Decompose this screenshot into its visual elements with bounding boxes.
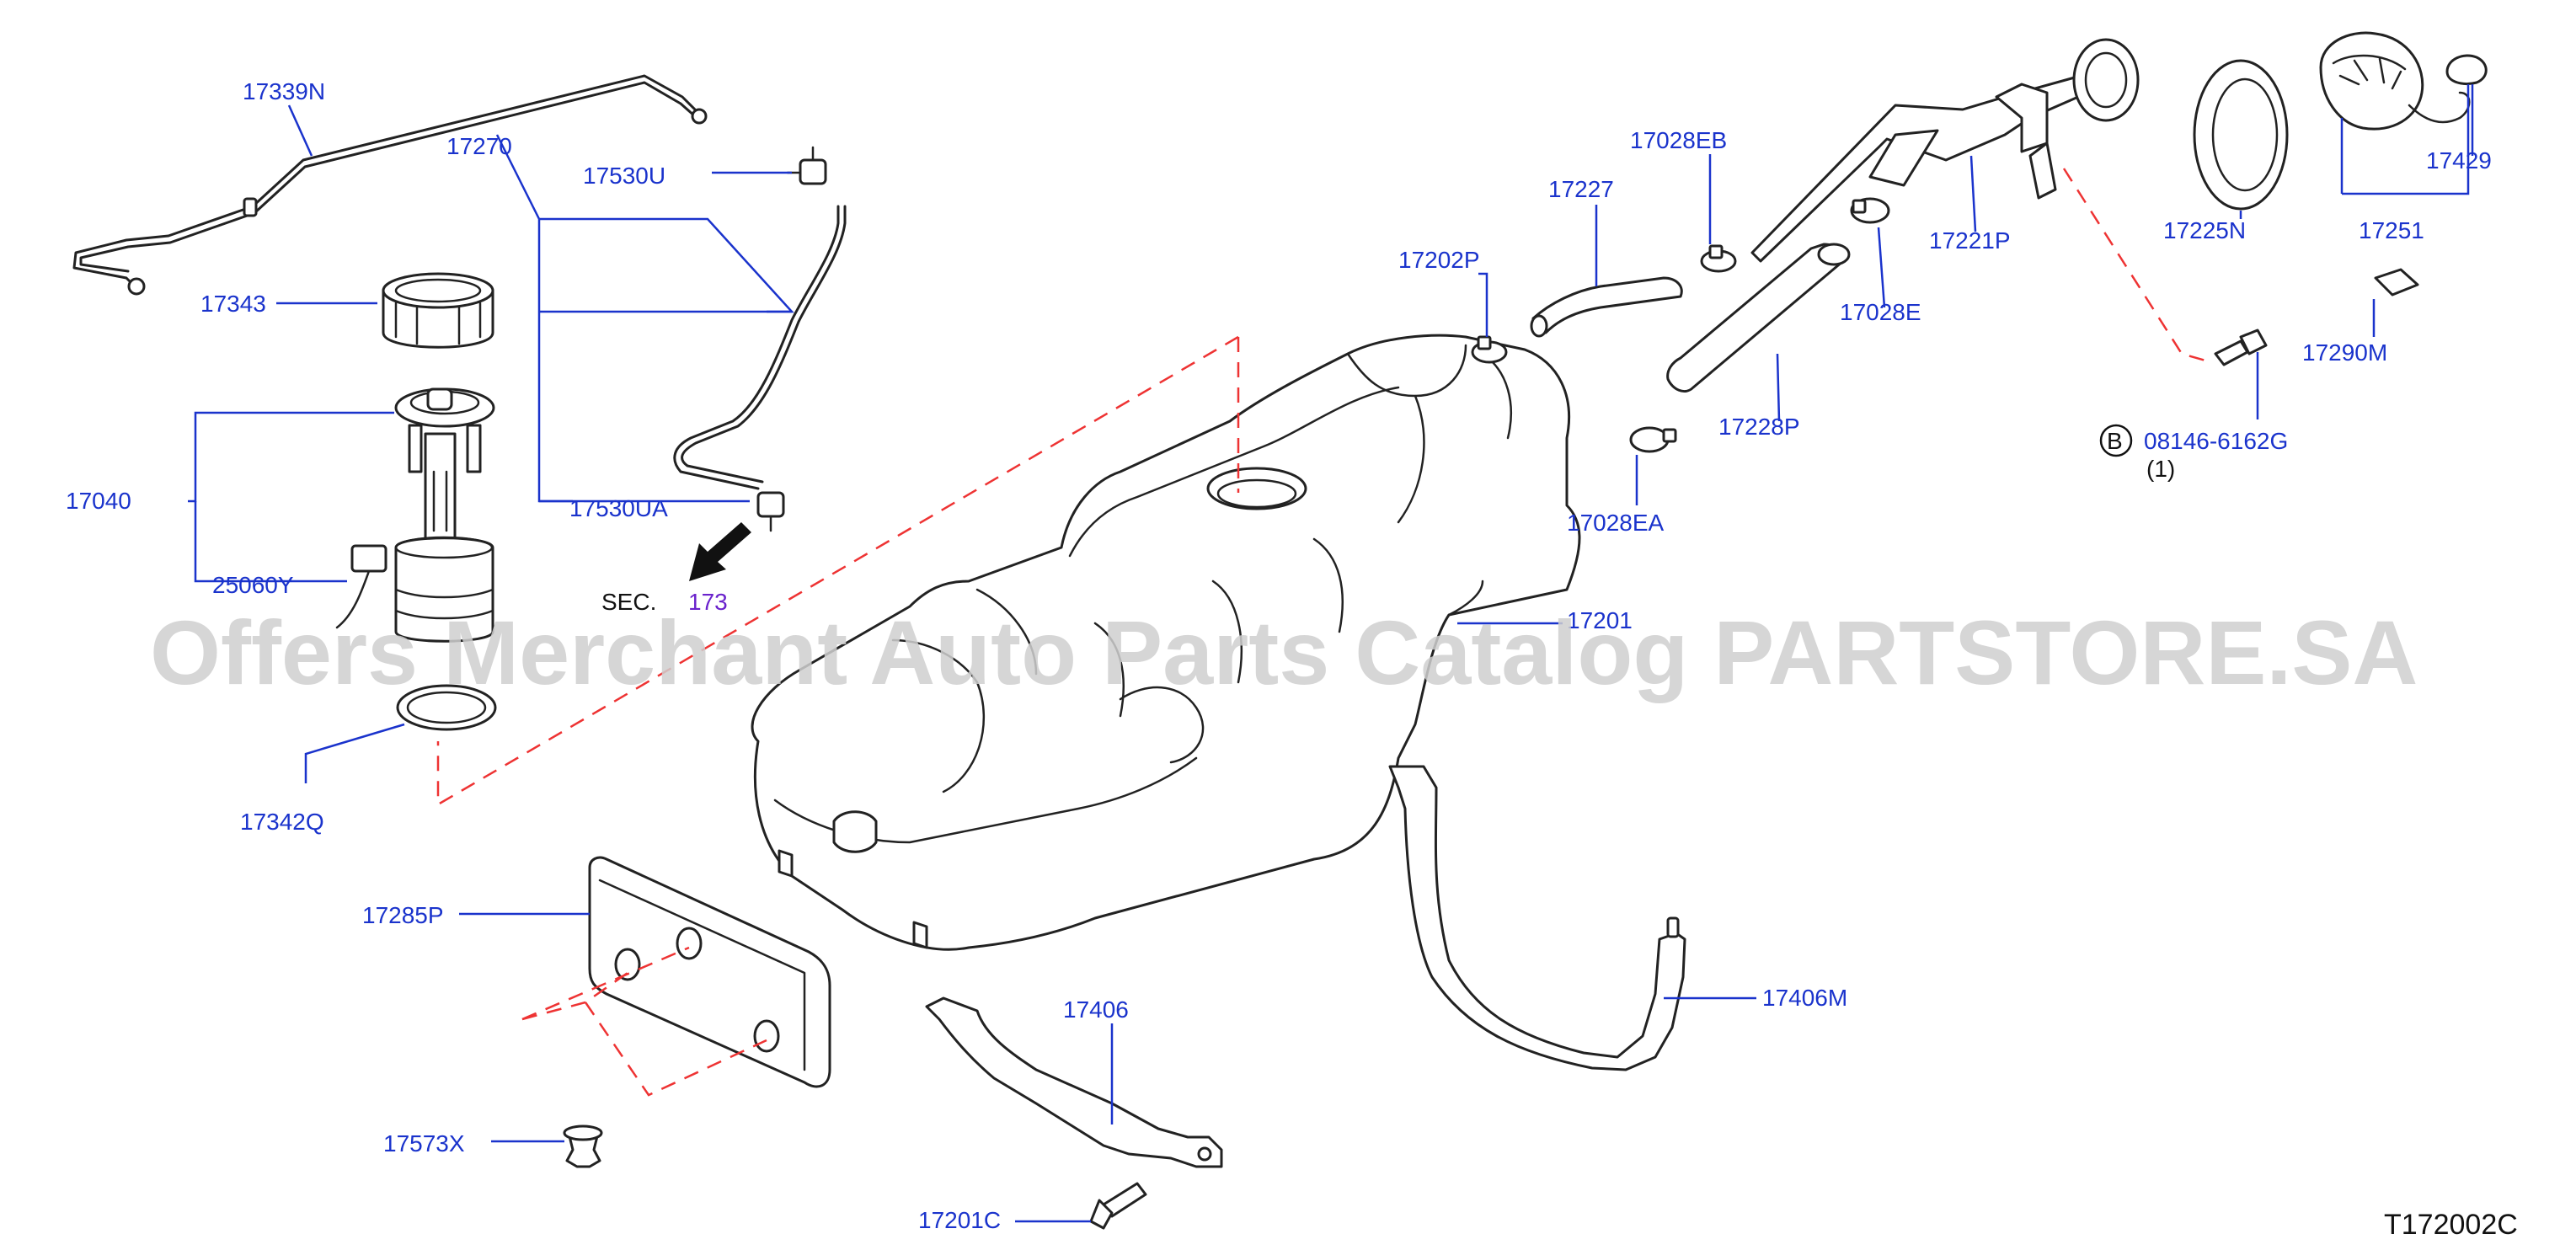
lock-ring[interactable]: [382, 272, 494, 349]
label-25060y[interactable]: 25060Y: [212, 572, 294, 598]
label-17285p[interactable]: 17285P: [362, 902, 444, 928]
watermark: Offers Merchant Auto Parts Catalog PARTS…: [150, 601, 2418, 703]
label-17040[interactable]: 17040: [66, 488, 131, 514]
fuel-tube-assembly[interactable]: [72, 74, 708, 296]
label-17228p[interactable]: 17228P: [1718, 414, 1800, 440]
sec-prefix: SEC.: [601, 589, 656, 615]
label-17429[interactable]: 17429: [2426, 147, 2492, 174]
filler-hose[interactable]: [1666, 243, 1851, 393]
label-17028eb[interactable]: 17028EB: [1630, 127, 1727, 153]
part-labels: 17339N 17270 17530U 17343 17040 17530UA …: [66, 78, 2492, 1233]
diagram-code: T172002C: [2384, 1209, 2518, 1241]
hose-clamp-17202p[interactable]: [1471, 335, 1508, 364]
hose-clamp-17028ea[interactable]: [1629, 426, 1677, 453]
label-17225n[interactable]: 17225N: [2163, 217, 2246, 243]
filler-cap[interactable]: [2319, 31, 2471, 131]
protector-plate[interactable]: [588, 856, 831, 1088]
clip[interactable]: [563, 1124, 603, 1168]
plug[interactable]: [2445, 54, 2488, 85]
label-17406m[interactable]: 17406M: [1762, 985, 1847, 1011]
label-17406[interactable]: 17406: [1063, 996, 1129, 1023]
label-17339n[interactable]: 17339N: [243, 78, 325, 104]
label-17028ea[interactable]: 17028EA: [1567, 510, 1665, 536]
label-17290m[interactable]: 17290M: [2302, 339, 2387, 366]
breather-hose[interactable]: [1530, 276, 1683, 338]
label-17201c[interactable]: 17201C: [918, 1207, 1001, 1233]
dashed-guides: [436, 168, 2212, 1097]
label-17530ua[interactable]: 17530UA: [569, 495, 668, 521]
filler-seal[interactable]: [2193, 59, 2289, 211]
bolt-marker-circle: [2099, 424, 2133, 457]
label-17342q[interactable]: 17342Q: [240, 809, 324, 835]
caution-label[interactable]: [2374, 268, 2419, 296]
label-17270[interactable]: 17270: [446, 133, 512, 159]
label-17573x[interactable]: 17573X: [383, 1130, 465, 1157]
label-17251[interactable]: 17251: [2359, 217, 2424, 243]
label-17202p[interactable]: 17202P: [1398, 247, 1480, 273]
label-17343[interactable]: 17343: [200, 291, 266, 317]
hose-clamp-17028e[interactable]: [1850, 197, 1890, 224]
tank-band[interactable]: [925, 996, 1223, 1168]
bolt-quantity: (1): [2146, 456, 2175, 482]
leader-lines: [188, 84, 2474, 1223]
bolt-marker: B: [2107, 428, 2123, 454]
hose-clamp-17028eb[interactable]: [1700, 244, 1737, 273]
sec-173-link[interactable]: 173: [688, 589, 728, 615]
vent-tube-assembly[interactable]: [673, 146, 847, 532]
label-17028e[interactable]: 17028E: [1840, 299, 1921, 325]
tank-band-2[interactable]: [1388, 765, 1686, 1071]
label-17221p[interactable]: 17221P: [1929, 227, 2011, 254]
section-reference-arrow[interactable]: [689, 522, 751, 581]
filler-tube[interactable]: [1750, 38, 2140, 263]
gasket[interactable]: [396, 684, 497, 731]
bolt-08146-6162g[interactable]: [2214, 329, 2268, 366]
label-08146-6162g[interactable]: 08146-6162G: [2144, 428, 2288, 454]
label-17227[interactable]: 17227: [1548, 176, 1614, 202]
bolt[interactable]: [1089, 1182, 1147, 1230]
fuel-tank[interactable]: [751, 334, 1581, 951]
fuel-pump-assembly[interactable]: [335, 387, 495, 643]
label-17530u[interactable]: 17530U: [583, 163, 665, 189]
label-17201[interactable]: 17201: [1567, 607, 1633, 633]
